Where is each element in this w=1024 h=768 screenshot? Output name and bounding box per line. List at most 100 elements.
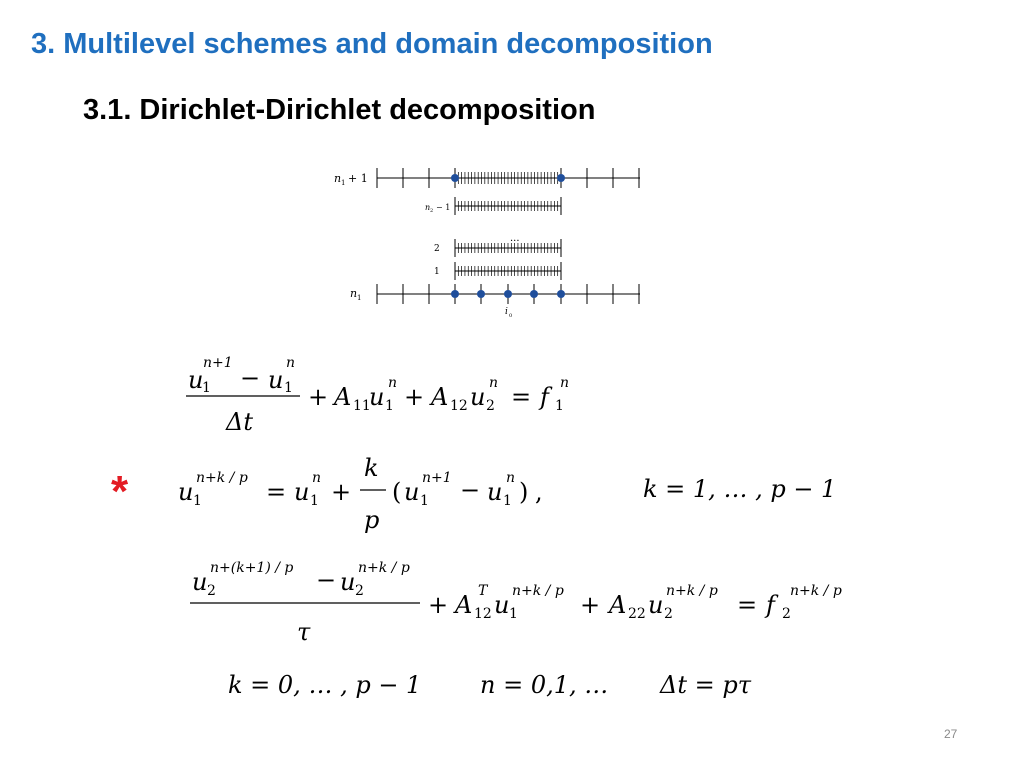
svg-text:k: k	[364, 454, 379, 482]
svg-text:n: n	[388, 375, 397, 391]
svg-text:n+k / p: n+k / p	[358, 560, 410, 576]
k-range-2: k = 0, … , p − 1	[228, 671, 421, 699]
svg-text:u: u	[470, 383, 485, 411]
node-dot	[504, 290, 512, 298]
equation-4: k = 0, … , p − 1 n = 0,1, … Δt = pτ	[228, 671, 752, 699]
svg-text:12: 12	[450, 398, 468, 414]
svg-text:n+1: n+1	[422, 470, 452, 486]
svg-text:n+1: n+1	[203, 355, 233, 371]
label-plus-one: + 1	[348, 172, 368, 185]
equation-3: u n+(k+1) / p 2 − u n+k / p 2 τ + A T 12…	[190, 560, 842, 646]
svg-text:n+k / p: n+k / p	[666, 583, 718, 599]
svg-text:n+k / p: n+k / p	[790, 583, 842, 599]
svg-text:12: 12	[474, 606, 492, 622]
svg-text:n+(k+1) / p: n+(k+1) / p	[210, 560, 293, 576]
svg-text:Δt: Δt	[225, 408, 253, 436]
svg-text:u: u	[268, 366, 283, 394]
svg-text:1: 1	[509, 606, 518, 622]
node-dot	[451, 174, 459, 182]
svg-text:A: A	[453, 591, 472, 619]
svg-text:1: 1	[284, 380, 293, 396]
svg-text:1: 1	[310, 493, 319, 509]
svg-text:1: 1	[503, 493, 512, 509]
svg-text:T: T	[478, 583, 489, 599]
svg-text:+: +	[580, 591, 600, 619]
svg-text:n+k / p: n+k / p	[196, 470, 248, 486]
label-sub: 0	[509, 313, 512, 319]
label-minus-one: − 1	[436, 203, 450, 212]
svg-text:n: n	[286, 355, 295, 371]
svg-text:u: u	[369, 383, 384, 411]
svg-text:−: −	[240, 364, 260, 392]
node-dot	[557, 290, 565, 298]
svg-text:2: 2	[207, 583, 216, 599]
node-dot	[451, 290, 459, 298]
label-two: 2	[434, 244, 440, 254]
svg-text:2: 2	[486, 398, 495, 414]
label-n: n	[334, 172, 341, 185]
svg-text:−: −	[460, 476, 480, 504]
svg-text:u: u	[487, 478, 502, 506]
svg-text:n: n	[560, 375, 569, 391]
svg-text:1: 1	[555, 398, 564, 414]
node-dot	[530, 290, 538, 298]
svg-text:f: f	[538, 383, 553, 411]
equation-1: u n+1 1 − u n 1 Δt + A 11 u n 1 + A 12 u…	[186, 355, 569, 436]
svg-text:1: 1	[420, 493, 429, 509]
svg-text:u: u	[340, 568, 355, 596]
fine-ticks-n2	[454, 201, 562, 211]
svg-text:=: =	[737, 591, 757, 619]
svg-text:p: p	[364, 506, 379, 534]
label-i: i	[505, 307, 508, 317]
page-number: 27	[944, 727, 958, 741]
svg-text:u: u	[294, 478, 309, 506]
multilevel-grid-diagram: n 1 + 1 n 2 − 1 2 ··· 1 n 1 i 0	[334, 168, 640, 319]
fine-ticks-top	[454, 172, 562, 184]
node-dot	[557, 174, 565, 182]
coarse-ticks-top	[376, 168, 640, 188]
svg-text:u: u	[648, 591, 663, 619]
svg-text:+: +	[308, 383, 328, 411]
svg-text:1: 1	[385, 398, 394, 414]
svg-text:(: (	[392, 478, 401, 506]
svg-text:1: 1	[202, 380, 211, 396]
label-dots: ···	[510, 236, 520, 247]
label-sub: 1	[341, 179, 345, 187]
n-range: n = 0,1, …	[480, 671, 608, 699]
label-one: 1	[434, 267, 440, 277]
svg-text:2: 2	[664, 606, 673, 622]
svg-text:1: 1	[193, 493, 202, 509]
svg-text:+: +	[331, 478, 351, 506]
svg-text:+: +	[428, 591, 448, 619]
svg-text:n: n	[489, 375, 498, 391]
node-dot	[477, 290, 485, 298]
svg-text:τ: τ	[297, 618, 311, 646]
label-n: n	[350, 287, 357, 300]
fine-ticks-row2	[454, 243, 562, 253]
svg-text:−: −	[316, 566, 336, 594]
svg-text:u: u	[404, 478, 419, 506]
label-sub: 2	[430, 208, 433, 214]
svg-text:u: u	[178, 478, 193, 506]
svg-text:f: f	[764, 591, 779, 619]
svg-text:n: n	[312, 470, 321, 486]
svg-text:=: =	[266, 478, 286, 506]
svg-text:n+k / p: n+k / p	[512, 583, 564, 599]
slide-title: 3. Multilevel schemes and domain decompo…	[31, 28, 713, 60]
svg-text:11: 11	[353, 398, 371, 414]
slide-subtitle: 3.1. Dirichlet-Dirichlet decomposition	[83, 94, 596, 126]
label-sub: 1	[357, 294, 361, 302]
svg-text:A: A	[332, 383, 351, 411]
svg-text:A: A	[607, 591, 626, 619]
equation-2: u n+k / p 1 = u n 1 + k p ( u n+1 1 − u …	[178, 454, 836, 534]
svg-text:,: ,	[535, 478, 543, 506]
svg-text:u: u	[494, 591, 509, 619]
fine-ticks-row1	[454, 266, 562, 276]
svg-text:A: A	[429, 383, 448, 411]
svg-text:=: =	[511, 383, 531, 411]
svg-text:22: 22	[628, 606, 646, 622]
svg-text:u: u	[188, 366, 203, 394]
dt-relation: Δt = pτ	[659, 671, 752, 699]
svg-text:u: u	[192, 568, 207, 596]
